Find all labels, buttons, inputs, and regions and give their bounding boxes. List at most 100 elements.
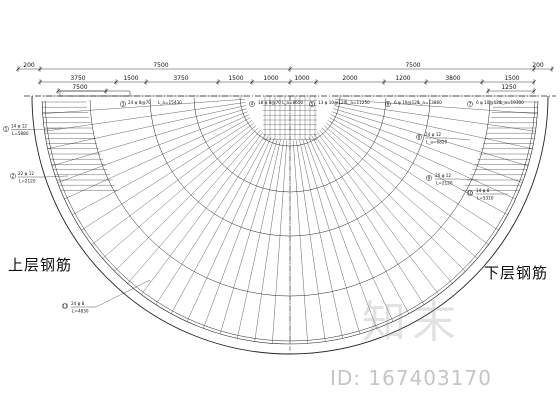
radial-bar [325,122,489,245]
dim-chain-second-tick [314,80,318,84]
tag-leader [457,178,479,181]
svg-text:2: 2 [12,174,15,179]
radial-bar [170,135,269,314]
dim-chain-second-tick [144,80,148,84]
svg-text:6 φ 10@120: 6 φ 10@120 [394,100,420,105]
dim-second-8: 1200 [395,75,410,82]
dimension-lines: 200 7500 7500 200 3750 1500 3750 1500 10… [16,62,554,94]
svg-text:9: 9 [428,176,431,181]
rebar-tag-5: 5 13 φ 10@120 L_a=11250 [309,100,370,107]
dim-chain-second-tick [38,80,42,84]
upper-layer-label: 上层钢筋 [8,256,73,274]
rebar-tag-3: 3 24 φ 8@70 L_a=15430 [120,100,182,107]
left-edge-band [59,90,131,97]
dim-chain-second-tick [532,80,536,84]
dim-chain-second-tick [382,80,386,84]
svg-text:18 φ 8@70: 18 φ 8@70 [258,100,281,105]
svg-text:14 φ 12: 14 φ 12 [11,124,27,129]
radial-bar [334,99,538,114]
dim-second-2: 1500 [123,75,138,82]
watermark-id: ID: 167403170 [330,366,492,390]
watermark-logo: 知末 [362,297,462,348]
radial-bar [299,139,343,339]
radial-bar [237,139,281,339]
radial-bar [51,108,247,167]
dim-top-1: 200 [23,62,35,69]
radial-bar [305,138,377,329]
rebar-tag-1: 1 14 φ 12 L=5880 [3,124,34,136]
svg-text:L=4830: L=4830 [72,309,89,314]
svg-text:6 φ 10@120: 6 φ 10@120 [476,100,502,105]
rebar-tag-9: 9 20 φ 12 L=2120 [426,173,458,186]
tag-leader [447,137,471,141]
svg-text:24 φ 8: 24 φ 8 [71,301,85,306]
dim-chain-third-right-tick [486,89,490,93]
svg-text:5: 5 [311,102,314,107]
radial-bar [302,139,361,335]
lower-layer-label: 下层钢筋 [484,264,549,282]
radial-bar [155,133,266,305]
plan-geometry [24,90,556,355]
radial-bar [81,120,253,231]
svg-text:L=2120: L=2120 [19,179,36,184]
svg-text:20 φ 12: 20 φ 12 [435,173,451,178]
radial-bar [42,99,246,114]
radial-bar [327,120,499,231]
radial-bar [308,136,394,322]
svg-text:10: 10 [467,191,473,196]
radial-bar [127,129,261,284]
tag-leader [95,279,151,308]
radial-bar [329,117,508,216]
radial-bar [333,108,529,167]
radial-bar [296,140,326,342]
svg-text:14 φ 8: 14 φ 8 [476,188,490,193]
radial-bar [321,127,466,272]
radial-bar [254,140,284,342]
radial-bar [219,139,278,335]
dim-third-right: 1250 [501,84,516,91]
dim-chain-second-tick [250,80,254,84]
svg-text:L=5310: L=5310 [477,196,494,201]
radial-bar [114,127,259,272]
rebar-tag-6: 6 6 φ 10@120 L_a=13860 [385,100,442,107]
rebar-tag-11: 11 24 φ 8 L=4830 [62,301,96,314]
dim-top-2: 7500 [153,62,168,69]
rebar-tag-7: 7 6 φ 10@120 L_a=19300 [467,100,524,107]
svg-text:L_a=11250: L_a=11250 [346,100,370,105]
rebar-tag-4: 4 18 φ 8@70 L_a=8650 [249,100,303,107]
dim-chain-second-tick [424,80,428,84]
radial-bar [72,117,251,216]
dim-chain-top-tick [532,67,536,71]
svg-text:22 φ 12: 22 φ 12 [18,171,34,176]
dim-second-5: 1000 [263,75,278,82]
svg-text:7: 7 [469,102,472,107]
svg-text:8: 8 [418,135,421,140]
rebar-tags: 1 14 φ 12 L=5880 2 22 φ 12 L=2120 3 24 φ… [3,100,524,314]
radial-bar [64,114,250,200]
dim-chain-second-tick [216,80,220,84]
radial-bar [293,140,308,344]
dim-chain-second-tick [114,80,118,84]
svg-text:3: 3 [122,102,125,107]
radial-bar [334,102,536,132]
radial-bar [311,135,410,314]
svg-text:1: 1 [5,127,8,132]
dim-second-10: 1500 [504,75,519,82]
dim-third-left: 7500 [72,84,87,91]
svg-text:L=5880: L=5880 [12,131,29,136]
radial-bar [314,133,425,305]
tag-leader [43,175,69,178]
svg-text:24 φ 12: 24 φ 12 [425,132,441,137]
svg-text:L_a=15430: L_a=15430 [158,100,182,105]
radial-bar [203,138,275,329]
rebar-tag-2: 2 22 φ 12 L=2120 [10,171,44,184]
dim-second-7: 2000 [342,75,357,82]
radial-bar [47,105,247,149]
dim-second-1: 3750 [70,75,85,82]
dim-second-4: 1500 [228,75,243,82]
dim-chain-top-tick [550,67,554,71]
svg-text:6: 6 [387,102,390,107]
dim-chain-third-right-tick [532,89,536,93]
dim-top-4: 200 [532,62,544,69]
